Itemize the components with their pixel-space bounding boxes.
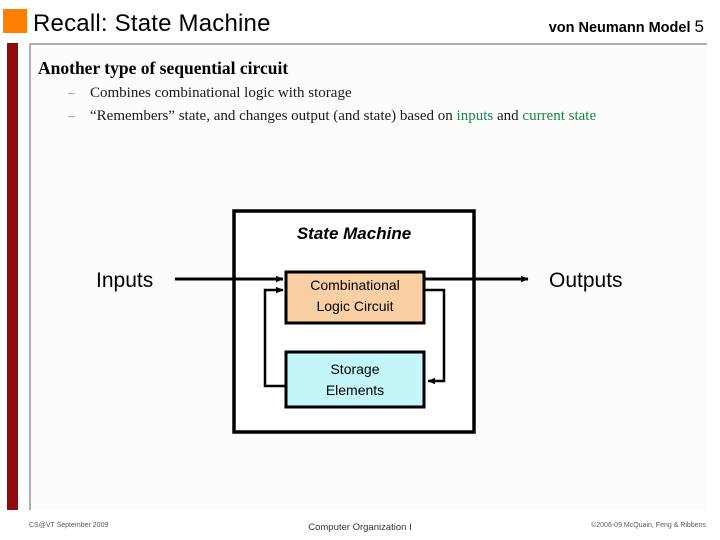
- list-item-label: Combines combinational logic with storag…: [90, 85, 352, 101]
- list-item: – “Remembers” state, and changes output …: [68, 108, 698, 125]
- page-title: Recall: State Machine: [33, 10, 271, 37]
- highlight-inputs: inputs: [456, 108, 494, 124]
- header-course-label: von Neumann Model 5: [549, 17, 704, 37]
- header-course-name: von Neumann Model: [548, 20, 691, 36]
- highlight-current-state: current state: [522, 108, 597, 124]
- bullet-list: Another type of sequential circuit – Com…: [38, 58, 698, 125]
- footer-right: ©2006-09 McQuain, Feng & Ribbens: [591, 522, 706, 529]
- header-slide-number: 5: [694, 17, 704, 36]
- bullet-dash-icon: –: [68, 85, 75, 100]
- list-item-label: “Remembers” state, and changes output (a…: [90, 108, 596, 125]
- list-item-text-middle: and: [493, 108, 523, 124]
- bullet-dash-icon: –: [68, 108, 75, 123]
- footer-left: CS@VT September 2009: [29, 522, 109, 529]
- header-accent-square: [3, 9, 27, 33]
- list-item-text-prefix: “Remembers” state, and changes output (a…: [90, 108, 457, 124]
- bullet-level1: Another type of sequential circuit: [38, 58, 289, 78]
- footer-center: Computer Organization I: [308, 522, 412, 533]
- left-accent-bar: [7, 43, 18, 510]
- list-item: – Combines combinational logic with stor…: [68, 85, 698, 102]
